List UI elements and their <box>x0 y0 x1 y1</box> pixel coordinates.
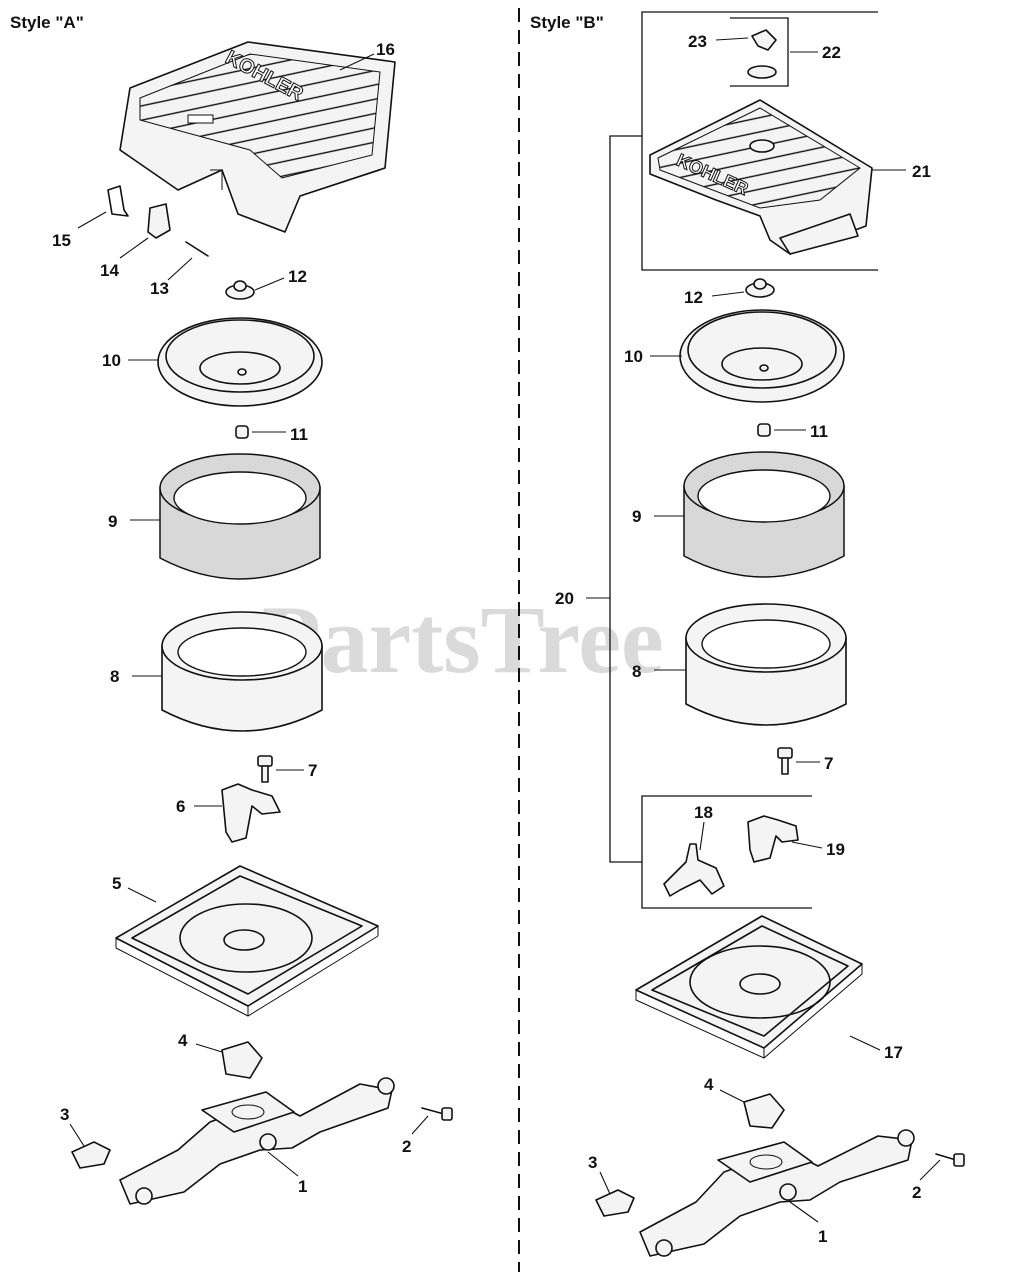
callout-b18: 18 <box>694 803 713 822</box>
elbow-manifold-b1 <box>639 1129 915 1257</box>
air-cleaner-base-b17 <box>635 915 863 1059</box>
callout-a8: 8 <box>110 667 119 686</box>
air-cleaner-cover-b21: KOHLER <box>649 99 873 255</box>
air-cleaner-cover-a: KOHLER <box>119 41 396 233</box>
callout-a15: 15 <box>52 231 71 250</box>
precleaner-a9 <box>159 453 321 580</box>
box-brackets <box>641 795 812 909</box>
callout-a7: 7 <box>308 761 317 780</box>
watermark: PartsTree <box>262 586 664 693</box>
filter-cover-b10 <box>679 309 845 403</box>
callout-b21: 21 <box>912 162 931 181</box>
box-cover-assembly <box>641 11 878 271</box>
kit-bracket-b20 <box>609 135 642 863</box>
callout-a13: 13 <box>150 279 169 298</box>
callout-b23: 23 <box>688 32 707 51</box>
callout-b11: 11 <box>810 422 828 441</box>
callout-a4: 4 <box>178 1031 188 1050</box>
gasket-a3 <box>71 1141 111 1169</box>
style-b-title: Style "B" <box>530 13 604 32</box>
callout-a2: 2 <box>402 1137 411 1156</box>
air-cleaner-base-a5 <box>115 865 379 1017</box>
callout-a11: 11 <box>290 425 308 444</box>
callout-a1: 1 <box>298 1177 307 1196</box>
elbow-manifold-a1 <box>119 1077 395 1205</box>
bracket-part-a14 <box>147 203 171 239</box>
callout-a6: 6 <box>176 797 185 816</box>
bracket-b18 <box>663 843 725 897</box>
callout-a3: 3 <box>60 1105 69 1124</box>
callout-b3: 3 <box>588 1153 597 1172</box>
callout-a5: 5 <box>112 874 121 893</box>
callout-b1: 1 <box>818 1227 827 1246</box>
bolt-b2 <box>935 1153 965 1167</box>
callout-b19: 19 <box>826 840 845 859</box>
style-a-title: Style "A" <box>10 13 84 32</box>
callout-a16: 16 <box>376 40 395 59</box>
knob-b23 <box>751 29 777 51</box>
callout-a9: 9 <box>108 512 117 531</box>
washer-b22 <box>747 65 777 79</box>
screw-a7 <box>257 755 273 783</box>
callout-b22: 22 <box>822 43 841 62</box>
callout-b20: 20 <box>555 589 574 608</box>
gasket-b3 <box>595 1189 635 1217</box>
precleaner-b9 <box>683 451 845 578</box>
pin-part-a13 <box>185 241 209 257</box>
callout-a12: 12 <box>288 267 307 286</box>
bracket-a6 <box>221 783 281 843</box>
gasket-b4 <box>743 1093 785 1129</box>
filter-cover-a10 <box>157 317 323 407</box>
callout-b10: 10 <box>624 347 643 366</box>
clip-part-a15 <box>107 185 129 217</box>
callout-b2: 2 <box>912 1183 921 1202</box>
gasket-a4 <box>221 1041 263 1079</box>
air-filter-element-b8 <box>685 603 847 726</box>
nut-a11 <box>235 425 249 439</box>
air-filter-element-a8 <box>161 611 323 732</box>
callout-b12: 12 <box>684 288 703 307</box>
box-screw-assembly <box>730 17 789 87</box>
bolt-a2 <box>421 1107 453 1121</box>
screw-b7 <box>777 747 793 775</box>
bracket-b19 <box>747 815 799 863</box>
callout-a10: 10 <box>102 351 121 370</box>
callout-b8: 8 <box>632 662 641 681</box>
nut-b11 <box>757 423 771 437</box>
wing-nut-b12 <box>745 278 775 298</box>
callout-a14: 14 <box>100 261 119 280</box>
wing-nut-a12 <box>225 280 255 300</box>
callout-b9: 9 <box>632 507 641 526</box>
callout-b4: 4 <box>704 1075 714 1094</box>
callout-b17: 17 <box>884 1043 903 1062</box>
callout-b7: 7 <box>824 754 833 773</box>
